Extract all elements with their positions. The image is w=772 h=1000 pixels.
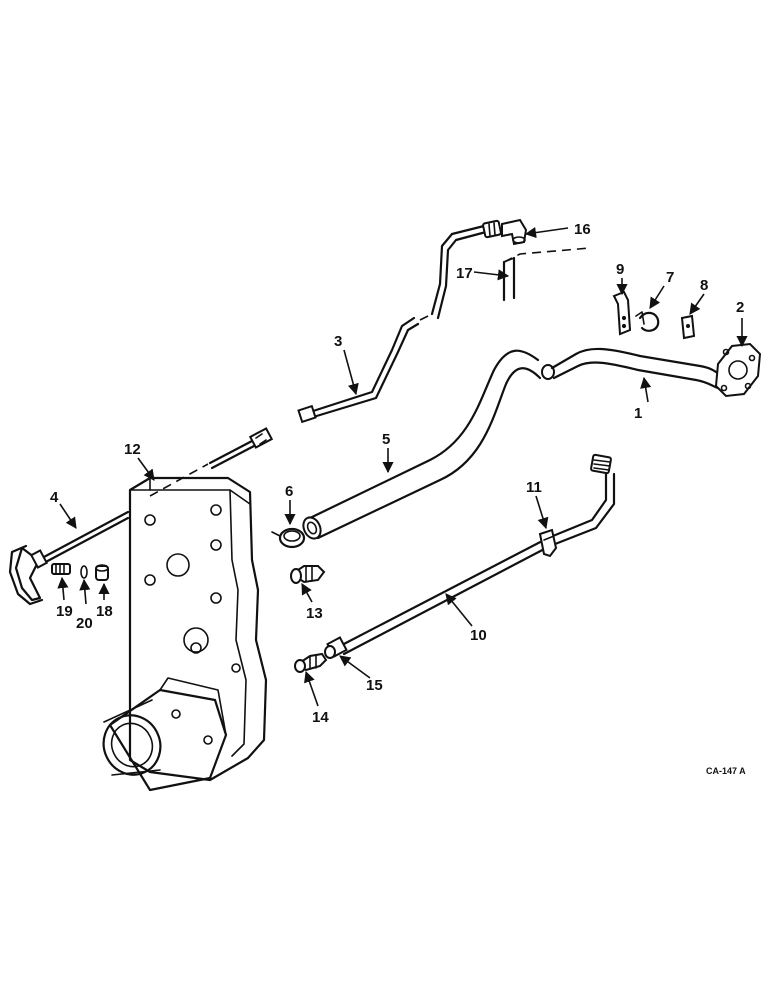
callout-3: 3 xyxy=(334,333,342,350)
clip-part-7 xyxy=(635,311,660,332)
callout-13: 13 xyxy=(306,605,323,622)
callout-17: 17 xyxy=(456,265,473,282)
clamp-part-6 xyxy=(271,527,306,549)
clip-part-11 xyxy=(538,528,558,558)
nut-part-18 xyxy=(95,564,109,581)
drawing-code: CA-147 A xyxy=(706,766,746,776)
fitting-part-13 xyxy=(290,565,326,584)
callout-15: 15 xyxy=(366,677,383,694)
callout-9: 9 xyxy=(616,261,624,278)
callout-1: 1 xyxy=(634,405,642,422)
bracket-part-8 xyxy=(680,314,696,340)
callout-12: 12 xyxy=(124,441,141,458)
leader-lines xyxy=(57,227,748,707)
callout-11: 11 xyxy=(526,479,542,496)
callout-14: 14 xyxy=(312,709,329,726)
elbow-part-16 xyxy=(501,218,528,246)
fitting-part-14 xyxy=(294,652,328,673)
o-ring-part-20 xyxy=(80,565,88,579)
mount-part-17 xyxy=(502,247,591,302)
callout-20: 20 xyxy=(76,615,93,632)
bracket-part-9 xyxy=(612,290,632,336)
callout-4: 4 xyxy=(50,489,59,506)
callout-7: 7 xyxy=(666,269,674,286)
tube-part-4 xyxy=(8,427,274,606)
gasket-part-2 xyxy=(714,342,762,398)
callout-8: 8 xyxy=(700,277,708,294)
callout-16: 16 xyxy=(574,221,591,238)
callout-18: 18 xyxy=(96,603,113,620)
tube-part-3 xyxy=(297,219,502,424)
callout-2: 2 xyxy=(736,299,744,316)
callout-10: 10 xyxy=(470,627,487,644)
hose-part-5 xyxy=(302,349,542,540)
callout-5: 5 xyxy=(382,431,390,448)
housing-part-12 xyxy=(102,476,268,792)
connector-part-15 xyxy=(324,645,336,659)
fitting-part-19 xyxy=(51,563,71,575)
callout-19: 19 xyxy=(56,603,73,620)
pipe-part-1 xyxy=(541,347,728,390)
callout-6: 6 xyxy=(285,483,293,500)
